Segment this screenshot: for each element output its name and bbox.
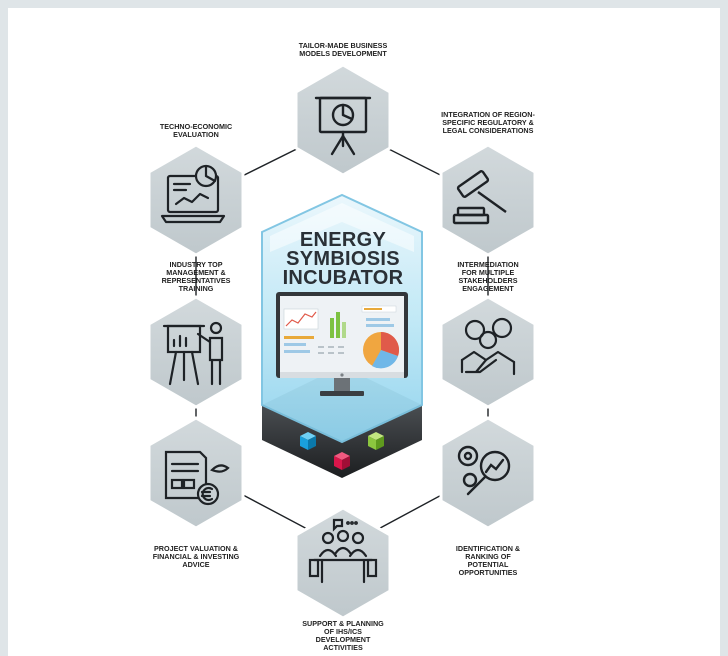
label-mid-right: INTERMEDIATION FOR MULTIPLE STAKEHOLDERS…: [457, 260, 519, 293]
hex-node-top-right: [439, 143, 537, 257]
magnifier-gears-icon: [457, 445, 511, 496]
laptop-chart-icon: [160, 164, 226, 224]
label-bottom-left: PROJECT VALUATION & FINANCIAL & INVESTIN…: [152, 544, 240, 569]
euro-document-icon: [164, 450, 230, 506]
incubator-title-line1: ENERGY: [299, 229, 387, 251]
hex-node-top-left: [147, 143, 245, 257]
hex-node-bottom-left: [147, 416, 245, 530]
hex-node-top: [294, 63, 392, 177]
incubator-title-line3: INCUBATOR: [282, 267, 404, 289]
hex-node-bottom: [294, 506, 392, 620]
label-top: TAILOR-MADE BUSINESS MODELS DEVELOPMENT: [298, 41, 388, 58]
label-bottom: SUPPORT & PLANNING OF IHS/ICS DEVELOPMEN…: [302, 619, 384, 652]
cube-green: [368, 432, 384, 450]
trainer-easel-icon: [162, 321, 224, 386]
label-top-right: INTEGRATION OF REGION- SPECIFIC REGULATO…: [441, 110, 535, 135]
hex-node-mid-right: [439, 295, 537, 409]
label-mid-left: INDUSTRY TOP MANAGEMENT & REPRESENTATIVE…: [161, 260, 231, 293]
gavel-icon: [452, 170, 507, 225]
incubator-title: ENERGY SYMBIOSIS INCUBATOR: [268, 229, 418, 289]
meeting-table-icon: [308, 518, 378, 584]
presentation-board-icon: [314, 96, 372, 156]
cube-blue: [300, 432, 316, 450]
monitor: [276, 292, 408, 396]
label-top-left: TECHNO-ECONOMIC EVALUATION: [159, 122, 233, 139]
hex-node-bottom-right: [439, 416, 537, 530]
hex-node-mid-left: [147, 295, 245, 409]
handshake-gears-icon: [460, 317, 516, 376]
incubator-device: [261, 193, 423, 478]
incubator-title-line2: SYMBIOSIS: [286, 248, 400, 270]
cube-red: [334, 452, 350, 470]
label-bottom-right: IDENTIFICATION & RANKING OF POTENTIAL OP…: [455, 544, 521, 577]
